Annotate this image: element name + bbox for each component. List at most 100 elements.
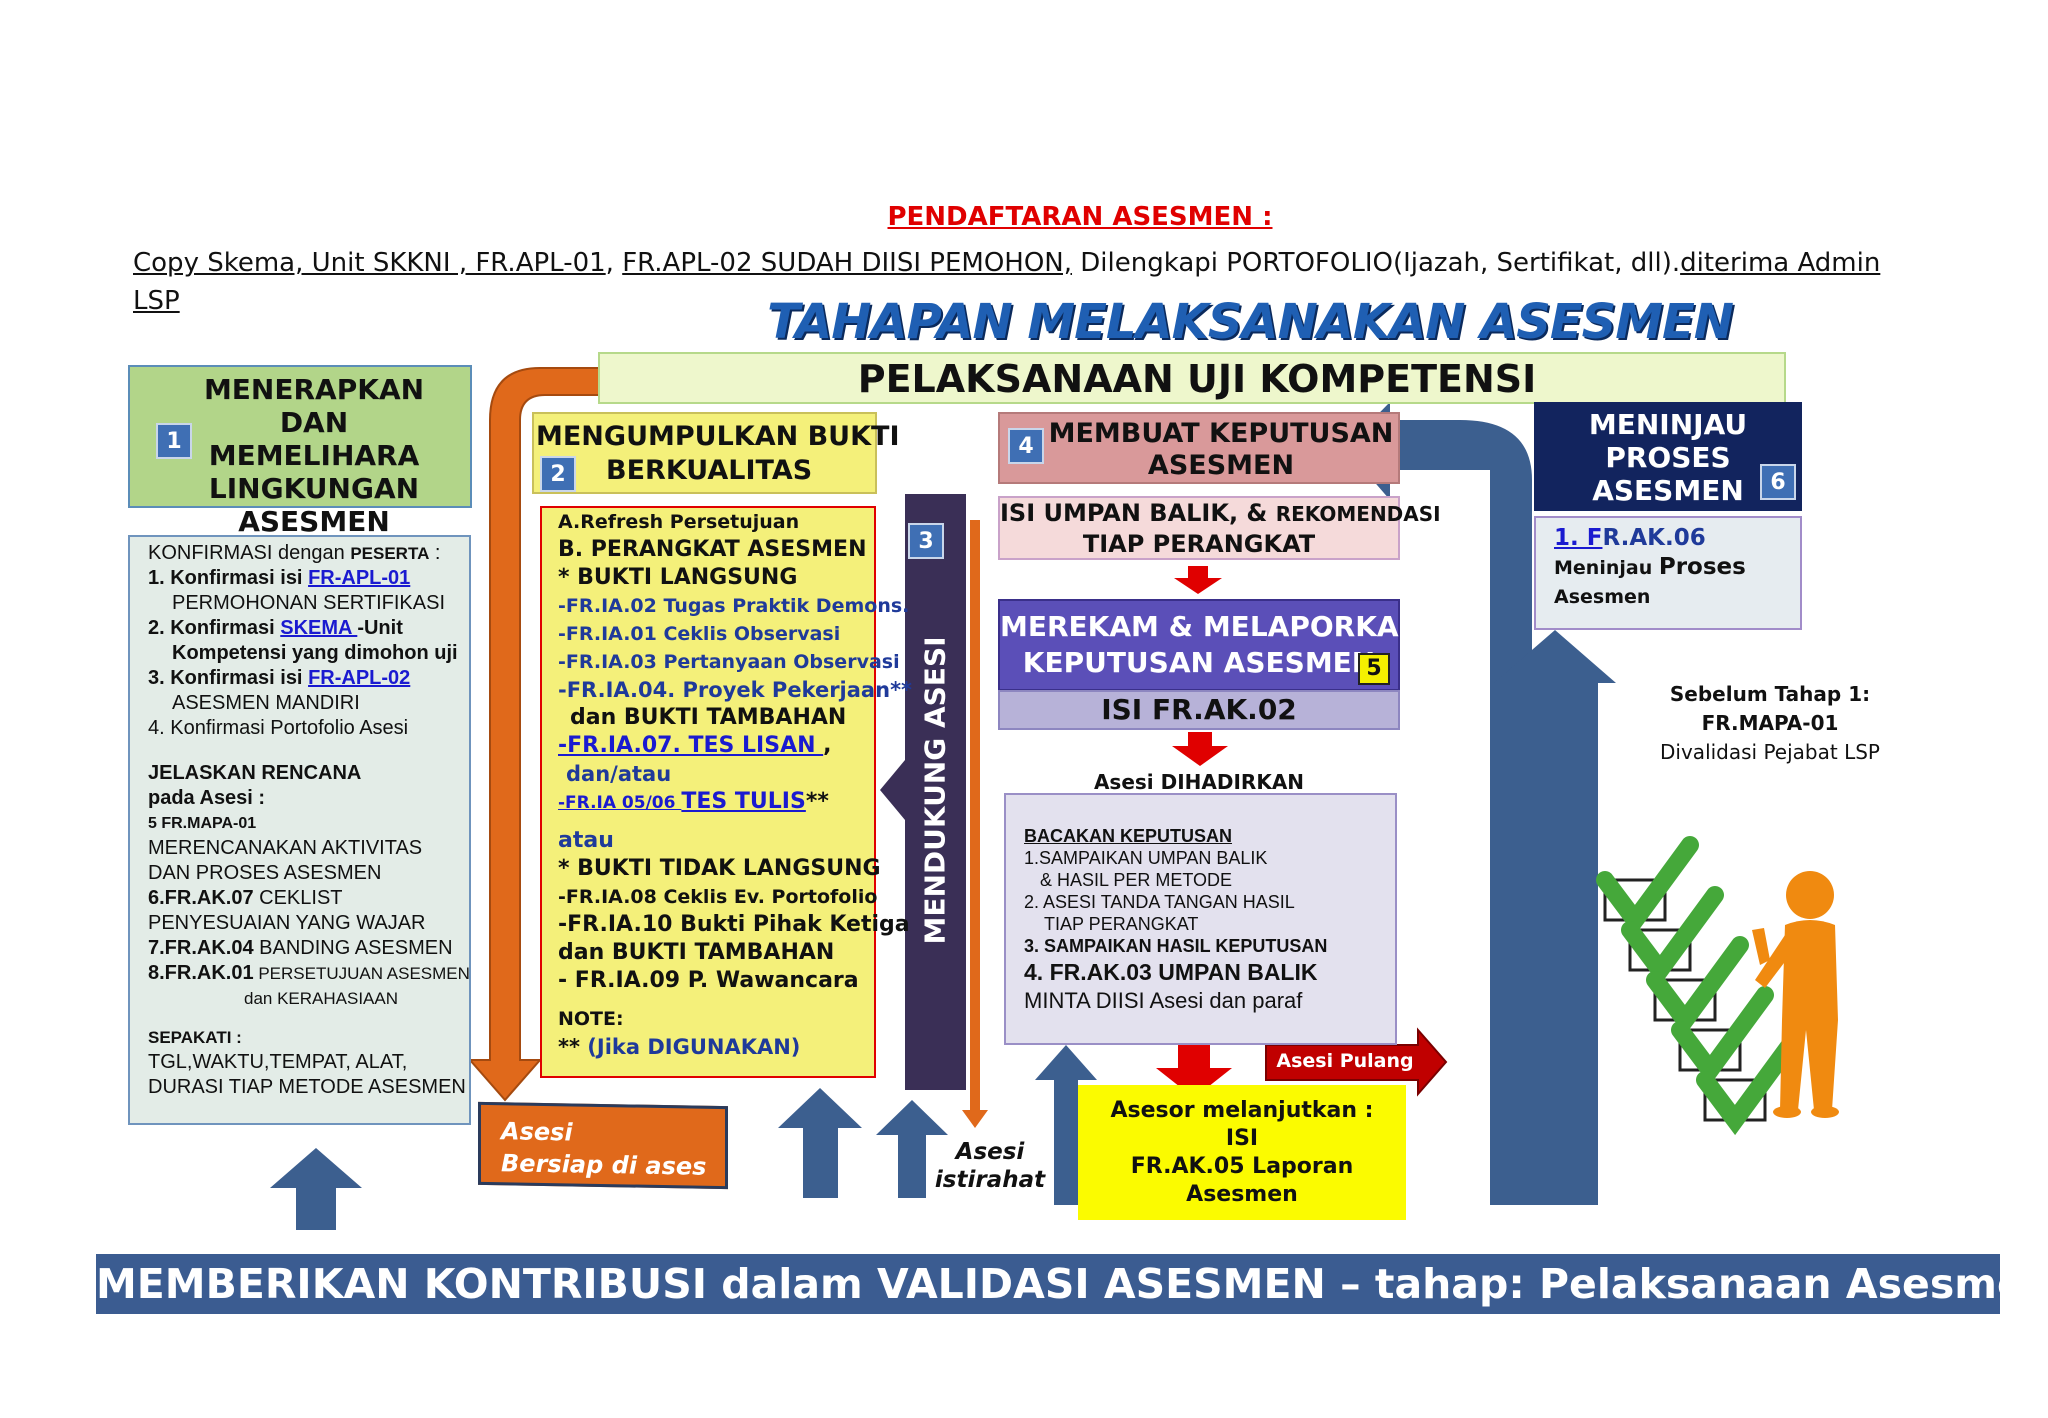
step6-content: 1. FR.AK.06 Meninjau Proses Asesmen [1534,516,1802,630]
step6-item-3: Asesmen [1554,583,1800,612]
link-ia0506[interactable]: -FR.IA 05/06 [558,793,681,813]
checklist-illustration [1605,845,1839,1120]
step2-title-2: BERKUALITAS [606,454,812,487]
bukti-tambahan-1: dan BUKTI TAMBAHAN [558,704,874,732]
bacakan-box: BACAKAN KEPUTUSAN 1.SAMPAIKAN UMPAN BALI… [1004,793,1397,1045]
registration-text-5: LSP [133,286,180,316]
isi-ak02-box: ISI FR.AK.02 [998,690,1400,730]
note-text: ** (Jika DIGUNAKAN) [558,1033,874,1061]
ak07-desc: PENYESUAIAN YANG WAJAR [148,911,469,936]
konfirmasi-item-2: 2. Konfirmasi SKEMA -Unit [148,616,469,641]
sepakati-desc-1: TGL,WAKTU,TEMPAT, ALAT, [148,1050,469,1075]
bukti-langsung: * BUKTI LANGSUNG [558,564,874,592]
bacakan-heading: BACAKAN KEPUTUSAN [1024,825,1395,847]
konfirmasi-item-1-desc: PERMOHONAN SERTIFIKASI [148,591,469,616]
link-tes-tulis[interactable]: TES TULIS [681,789,805,814]
dan-atau: dan/atau [558,760,874,788]
step1-header: MENERAPKAN DAN MEMELIHARA LINGKUNGAN ASE… [128,365,472,508]
side-note-line-2: FR.MAPA-01 [1630,709,1910,738]
side-note: Sebelum Tahap 1: FR.MAPA-01 Divalidasi P… [1630,680,1910,767]
sepakati-heading: SEPAKATI : [148,1025,469,1050]
link-ia07[interactable]: -FR.IA.07. TES LISAN [558,733,823,758]
link-ak06[interactable]: 1. F [1554,525,1602,551]
side-note-line-3: Divalidasi Pejabat LSP [1630,738,1910,767]
ia0506-item: -FR.IA 05/06 TES TULIS** [558,788,874,817]
step4-number-badge: 4 [1008,428,1044,464]
link-skema[interactable]: SKEMA [280,617,357,639]
registration-text-4: diterima Admin [1680,248,1880,278]
mapa-desc-1: MERENCANAKAN AKTIVITAS [148,836,469,861]
konfirmasi-item-4: 4. Konfirmasi Portofolio Asesi [148,716,469,741]
step2-number-badge: 2 [540,456,576,492]
mendukung-left-arrow [880,760,905,820]
ia03-item: -FR.IA.03 Pertanyaan Observasi [558,648,874,676]
bukti-tambahan-2: dan BUKTI TAMBAHAN [558,939,874,967]
asesi-bersiap-box: Asesi Bersiap di ases [478,1102,728,1189]
konfirmasi-item-3-desc: ASESMEN MANDIRI [148,691,469,716]
link-fr-apl-02[interactable]: FR-APL-02 [308,667,410,689]
ia10-item: -FR.IA.10 Bukti Pihak Ketiga [558,911,874,939]
ak01-item: 8.FR.AK.01 PERSETUJUAN ASESMEN [148,961,469,986]
step1-content: KONFIRMASI dengan PESERTA : 1. Konfirmas… [128,535,471,1125]
bacakan-item-5: MINTA DIISI Asesi dan paraf [1024,987,1395,1015]
step6-header: MENINJAU PROSES ASESMEN 6 [1534,402,1802,511]
bukti-tidak-langsung: * BUKTI TIDAK LANGSUNG [558,855,874,883]
up-arrow-to-step6 [1512,680,1598,1205]
ia02-item: -FR.IA.02 Tugas Praktik Demons. [558,592,874,620]
asesi-pulang-label: Asesi Pulang [1270,1050,1420,1072]
step5-title-2: KEPUTUSAN ASESMEN [1000,645,1398,681]
step5-number-badge: 5 [1358,653,1390,685]
ia04-item: -FR.IA.04. Proyek Pekerjaan** [558,676,874,704]
step6-title-1: MENINJAU [1534,408,1802,441]
step4-title-1: MEMBUAT KEPUTUSAN [1044,418,1398,450]
asesi-bersiap-line-1: Asesi [501,1115,725,1151]
step4-title-2: ASESMEN [1044,450,1398,482]
bacakan-item-3: 3. SAMPAIKAN HASIL KEPUTUSAN [1024,935,1395,957]
step6-item-2: Meninjau Proses [1554,553,1800,583]
main-title: TAHAPAN MELAKSANAKAN ASESMEN [720,294,1780,350]
bacakan-item-1: 1.SAMPAIKAN UMPAN BALIK [1024,847,1395,869]
step1-number-badge: 1 [156,423,192,459]
asesor-line-2: ISI [1078,1125,1406,1153]
ak07-item: 6.FR.AK.07 CEKLIST [148,886,469,911]
registration-text-1: Copy Skema, Unit SKKNI , FR.APL-01 [133,248,606,278]
registration-text-3: Dilengkapi PORTOFOLIO(Ijazah, Sertifikat… [1072,248,1680,278]
up-arrow-step2 [778,1088,862,1198]
step2-header: MENGUMPULKAN BUKTI BERKUALITAS 2 [532,412,877,494]
asesor-box: Asesor melanjutkan : ISI FR.AK.05 Lapora… [1078,1085,1406,1220]
step4-header: MEMBUAT KEPUTUSAN ASESMEN 4 [998,412,1400,484]
ia08-item: -FR.IA.08 Ceklis Ev. Portofolio [558,883,874,911]
asesor-line-3: FR.AK.05 Laporan [1078,1153,1406,1181]
konfirmasi-item-1: 1. Konfirmasi isi FR-APL-01 [148,566,469,591]
asesi-bersiap-line-2: Bersiap di ases [501,1147,725,1183]
konfirmasi-item-2-desc: Kompetensi yang dimohon uji [148,641,469,666]
ia09-item: - FR.IA.09 P. Wawancara [558,967,874,995]
bacakan-item-1b: & HASIL PER METODE [1024,869,1395,891]
ia01-item: -FR.IA.01 Ceklis Observasi [558,620,874,648]
banner-text: PELAKSANAAN UJI KOMPETENSI [858,357,1537,401]
link-fr-apl-01[interactable]: FR-APL-01 [308,567,410,589]
konfirmasi-item-3: 3. Konfirmasi isi FR-APL-02 [148,666,469,691]
ia07-item: -FR.IA.07. TES LISAN , [558,732,874,760]
jelaskan-subheading: pada Asesi : [148,786,469,811]
step5-header: MEREKAM & MELAPORKAN KEPUTUSAN ASESMEN 5 [998,599,1400,691]
asesor-line-1: Asesor melanjutkan : [1078,1097,1406,1125]
asesor-line-4: Asesmen [1078,1181,1406,1209]
step3-number-badge: 3 [908,523,944,559]
konfirmasi-heading: KONFIRMASI dengan PESERTA : [148,541,469,566]
note-label: NOTE: [558,1005,874,1033]
registration-title: PENDAFTARAN ASESMEN : [870,202,1290,232]
atau-label: atau [558,827,874,855]
mapa-item: 5 FR.MAPA-01 [148,811,469,836]
umpan-balik-line-2: TIAP PERANGKAT [1000,529,1398,559]
jelaskan-heading: JELASKAN RENCANA [148,761,469,786]
bacakan-item-4: 4. FR.AK.03 UMPAN BALIK [1024,957,1395,987]
red-down-arrow-2 [1172,732,1228,766]
registration-text-2: FR.APL-02 SUDAH DIISI PEMOHON, [622,248,1072,278]
asesi-istirahat-line-2: istirahat [920,1166,1060,1194]
step2-content: A.Refresh Persetujuan B. PERANGKAT ASESM… [540,506,876,1078]
step1-title: MENERAPKAN DAN MEMELIHARA LINGKUNGAN ASE… [178,373,450,538]
ak01-desc: dan KERAHASIAAN [148,986,469,1011]
footer-banner: MEMBERIKAN KONTRIBUSI dalam VALIDASI ASE… [96,1254,2000,1314]
sepakati-desc-2: DURASI TIAP METODE ASESMEN [148,1075,469,1100]
